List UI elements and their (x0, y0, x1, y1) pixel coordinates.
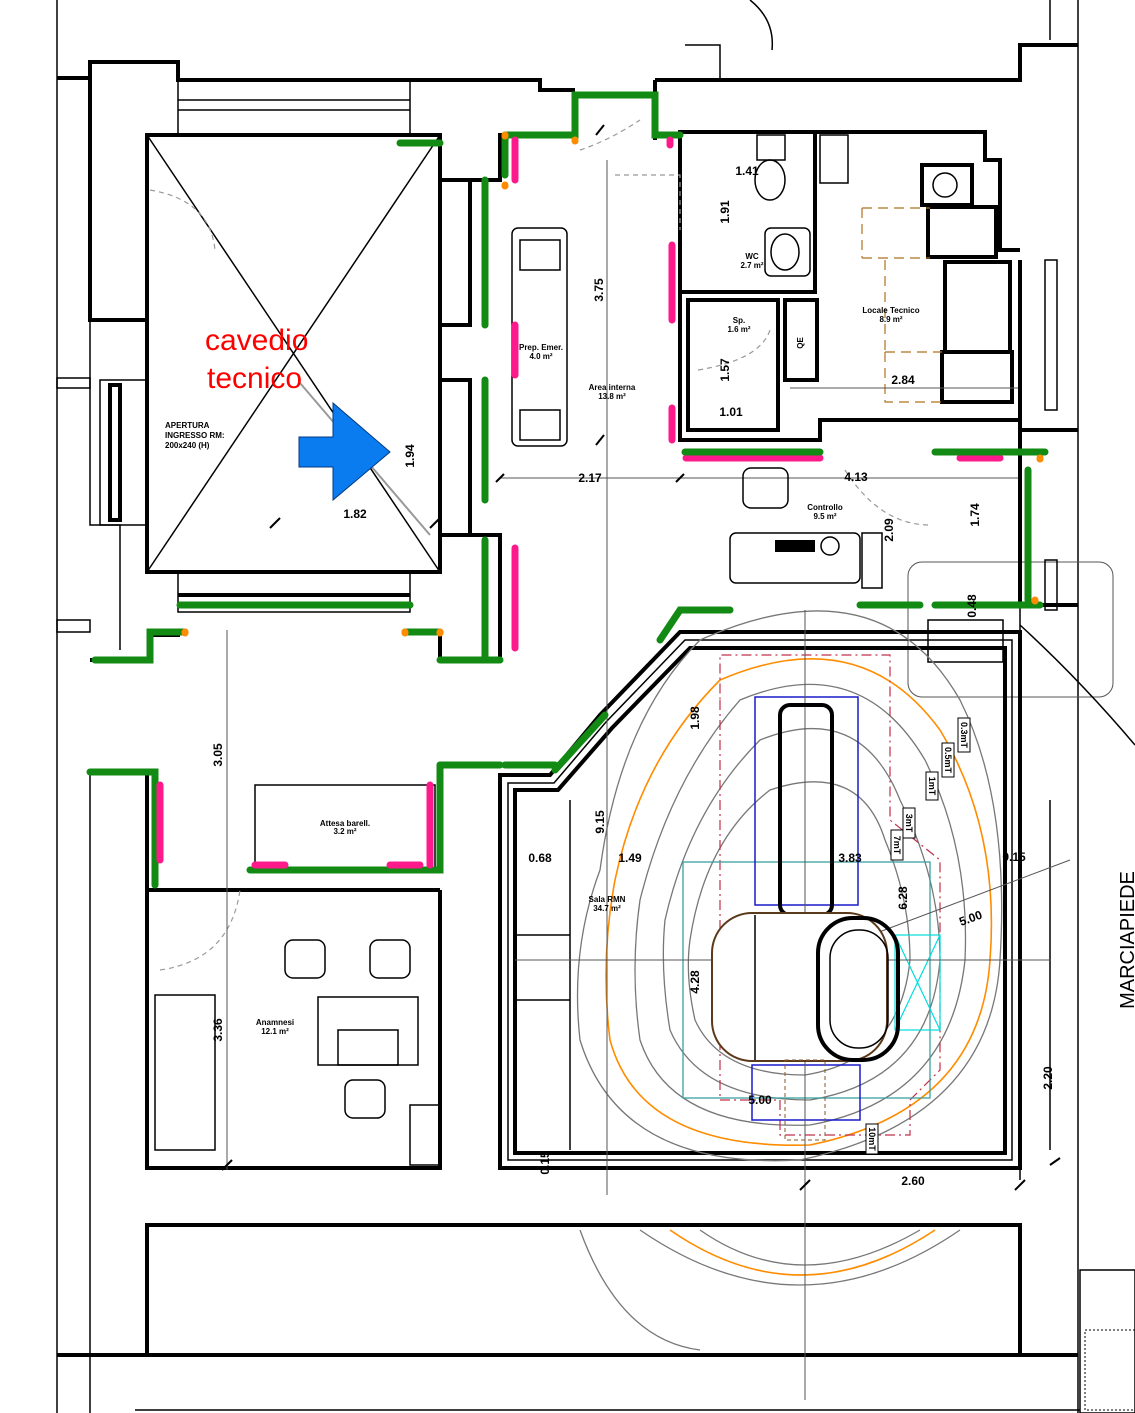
attesa-name: Attesa barell. (320, 819, 370, 828)
wc-area: 2.7 m² (740, 261, 763, 270)
area-interna-name: Area interna (589, 383, 636, 392)
field-contours (226, 160, 1071, 1400)
dimension: 4.13 (844, 470, 868, 484)
field-label: 1mT (927, 777, 937, 796)
dimension: 5.00 (748, 1093, 772, 1107)
dimension: 0.15 (1002, 850, 1026, 864)
field-label: 7mT (892, 836, 902, 855)
field-label: 10mT (867, 1127, 877, 1151)
dimension: 1.01 (719, 405, 743, 419)
sp-name: Sp. (733, 316, 745, 325)
dimension: 3.83 (838, 851, 862, 865)
dimension: 1.57 (718, 358, 732, 382)
dimension: 3.36 (211, 1018, 225, 1042)
locale-tecnico-name: Locale Tecnico (862, 306, 919, 315)
room-labels: APERTURA INGRESSO RM: 200x240 (H) Prep. … (165, 252, 1135, 1036)
dimension: 1.94 (403, 444, 417, 468)
dimension: 1.49 (618, 851, 642, 865)
annotation-tecnico: tecnico (207, 362, 302, 395)
field-label: 0.5mT (943, 747, 953, 774)
sheet-border (56, 0, 1080, 1413)
mri-scanner (711, 703, 900, 1141)
dimension: 1.74 (968, 503, 982, 527)
dimension: 1.98 (688, 706, 702, 730)
sp-area: 1.6 m² (727, 325, 750, 334)
controllo-area: 9.5 m² (813, 512, 836, 521)
field-strength-labels: 0.3mT 0.5mT 1mT 3mT 7mT 10mT (865, 717, 971, 1155)
prep-emer-name: Prep. Emer. (519, 343, 563, 352)
field-label: 3mT (904, 814, 914, 833)
dimension: 1.82 (343, 507, 367, 521)
dimension: 4.28 (688, 970, 702, 994)
dimension: 9.15 (593, 810, 607, 834)
qe-label: QE (796, 337, 805, 349)
dimension: 1.41 (735, 164, 759, 178)
anamnesi-name: Anamnesi (256, 1018, 294, 1027)
dimension: 3.75 (592, 278, 606, 302)
dimension: 6.28 (896, 886, 910, 910)
direction-arrow-icon (298, 401, 391, 502)
sala-rmn-area: 34.7 m² (593, 904, 621, 913)
controllo-name: Controllo (807, 503, 843, 512)
dimension: 0.68 (528, 851, 552, 865)
sala-rmn-name: Sala RMN (589, 895, 626, 904)
annotation-cavedio: cavedio (205, 324, 308, 357)
field-label: 0.3mT (959, 722, 969, 749)
wc-name: WC (745, 252, 759, 261)
dimension: 5.00 (957, 908, 984, 929)
dimension: 3.05 (211, 743, 225, 767)
street-label: MARCIAPIEDE (1117, 871, 1135, 1009)
dimension: 2.60 (901, 1174, 925, 1188)
door-swings (149, 119, 931, 971)
anamnesi-area: 12.1 m² (261, 1027, 289, 1036)
dimension: 1.91 (718, 200, 732, 224)
dimension: 2.20 (1041, 1066, 1055, 1090)
apertura-label: 200x240 (H) (165, 441, 210, 450)
attesa-area: 3.2 m² (333, 827, 356, 836)
walls (56, 0, 1135, 1413)
apertura-label: INGRESSO RM: (165, 431, 225, 440)
wall-markings (86, 91, 1049, 889)
dimension: 0.15 (538, 1151, 552, 1175)
dimension: 0.48 (965, 594, 979, 618)
prep-emer-area: 4.0 m² (529, 352, 552, 361)
dimension: 2.84 (891, 373, 915, 387)
dimension-ticks (221, 124, 1061, 1191)
apertura-label: APERTURA (165, 421, 210, 430)
dimension: 2.09 (882, 518, 896, 542)
area-interna-area: 13.8 m² (598, 392, 626, 401)
locale-tecnico-area: 8.9 m² (879, 315, 902, 324)
dimension: 2.17 (578, 471, 602, 485)
